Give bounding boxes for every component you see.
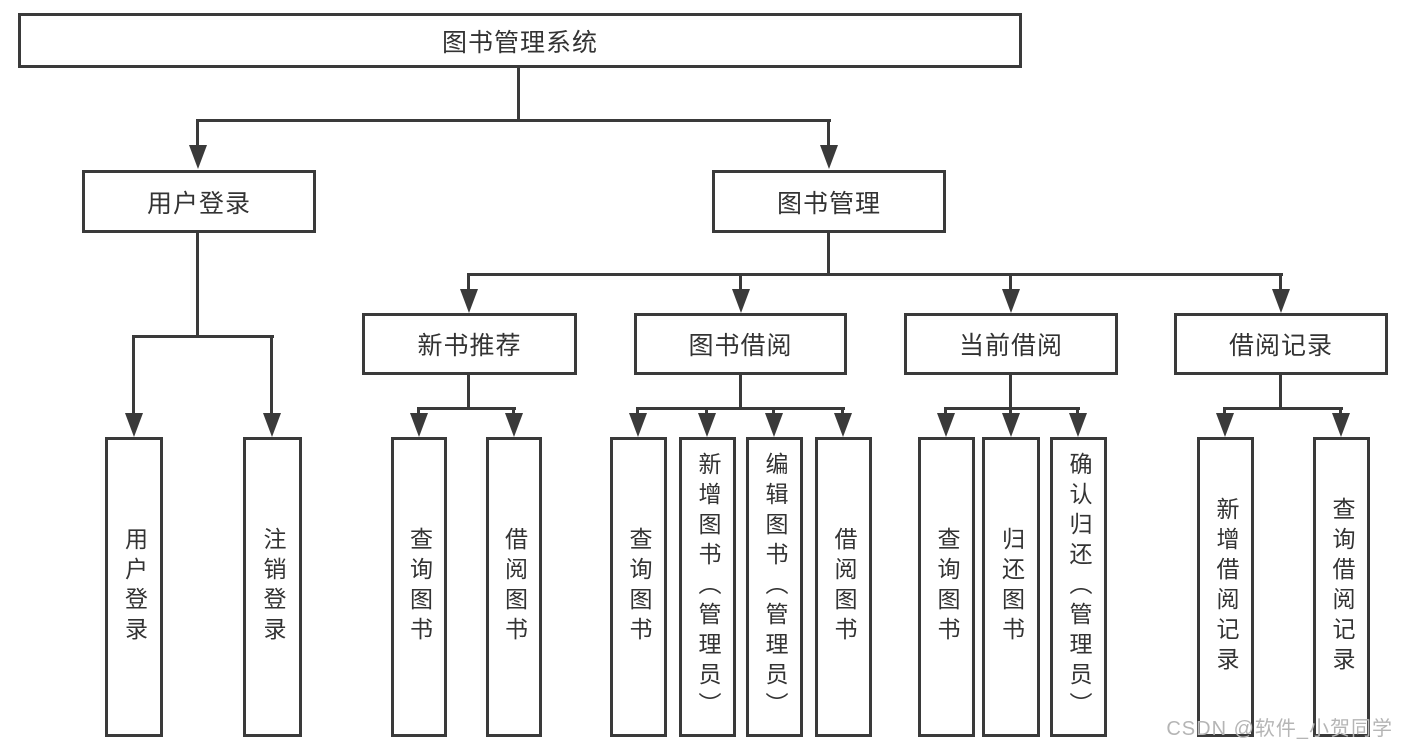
node-user-login: 用户登录	[82, 170, 316, 233]
node-book-management: 图书管理	[712, 170, 946, 233]
leaf-borrow-edit-books-admin: 编辑图书（管理员）	[746, 437, 803, 737]
connector-bar	[1223, 407, 1343, 410]
connector-stem	[517, 68, 520, 122]
connector-drop	[739, 273, 742, 295]
node-borrow-record: 借阅记录	[1174, 313, 1388, 375]
leaf-current-confirm-return-admin: 确认归还（管理员）	[1050, 437, 1107, 737]
connector-stem	[739, 375, 742, 410]
connector-drop	[1009, 273, 1012, 295]
leaf-newbook-query-books: 查询图书	[391, 437, 447, 737]
arrow-down-icon	[410, 413, 428, 437]
arrow-down-icon	[732, 289, 750, 313]
arrow-down-icon	[460, 289, 478, 313]
arrow-down-icon	[698, 413, 716, 437]
arrow-down-icon	[820, 145, 838, 169]
leaf-record-add-borrow-record: 新增借阅记录	[1197, 437, 1254, 737]
connector-drop	[270, 335, 273, 419]
leaf-current-query-books: 查询图书	[918, 437, 975, 737]
connector-bar	[467, 273, 1283, 276]
connector-drop	[1279, 273, 1282, 295]
leaf-record-query-borrow-record: 查询借阅记录	[1313, 437, 1370, 737]
arrow-down-icon	[765, 413, 783, 437]
leaf-newbook-borrow-books: 借阅图书	[486, 437, 542, 737]
leaf-borrow-borrow-books: 借阅图书	[815, 437, 872, 737]
arrow-down-icon	[125, 413, 143, 437]
connector-stem	[1009, 375, 1012, 410]
node-current-borrow: 当前借阅	[904, 313, 1118, 375]
connector-bar	[417, 407, 516, 410]
arrow-down-icon	[1332, 413, 1350, 437]
arrow-down-icon	[1002, 413, 1020, 437]
csdn-watermark: CSDN @软件_小贺同学	[1166, 718, 1393, 740]
arrow-down-icon	[1216, 413, 1234, 437]
connector-drop	[827, 119, 830, 151]
arrow-down-icon	[1069, 413, 1087, 437]
connector-bar	[132, 335, 274, 338]
connector-drop	[132, 335, 135, 419]
connector-bar	[944, 407, 1080, 410]
arrow-down-icon	[1272, 289, 1290, 313]
node-new-book-recommend: 新书推荐	[362, 313, 577, 375]
arrow-down-icon	[189, 145, 207, 169]
arrow-down-icon	[629, 413, 647, 437]
leaf-borrow-query-books: 查询图书	[610, 437, 667, 737]
arrow-down-icon	[937, 413, 955, 437]
connector-stem	[1279, 375, 1282, 410]
leaf-borrow-add-books-admin: 新增图书（管理员）	[679, 437, 736, 737]
node-root-system: 图书管理系统	[18, 13, 1022, 68]
node-book-borrow: 图书借阅	[634, 313, 847, 375]
connector-bar	[196, 119, 831, 122]
connector-stem	[827, 232, 830, 276]
connector-stem	[196, 232, 199, 338]
arrow-down-icon	[263, 413, 281, 437]
arrow-down-icon	[834, 413, 852, 437]
leaf-user-login: 用户登录	[105, 437, 163, 737]
arrow-down-icon	[505, 413, 523, 437]
connector-drop	[196, 119, 199, 151]
connector-drop	[467, 273, 470, 295]
arrow-down-icon	[1002, 289, 1020, 313]
leaf-current-return-books: 归还图书	[982, 437, 1040, 737]
leaf-logout: 注销登录	[243, 437, 302, 737]
connector-bar	[636, 407, 845, 410]
connector-stem	[467, 375, 470, 410]
